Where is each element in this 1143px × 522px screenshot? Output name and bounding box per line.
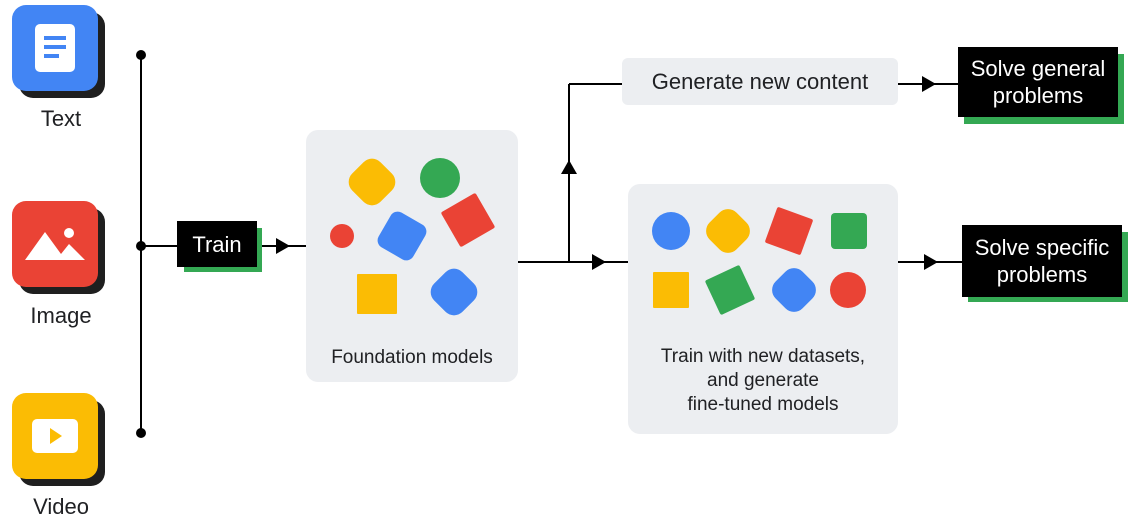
generate-label: Generate new content — [651, 68, 869, 94]
video-source-label: Video — [33, 494, 89, 519]
train-label: Train — [192, 231, 242, 257]
image-source-label: Image — [30, 303, 92, 328]
foundation-shapes-icon — [330, 158, 495, 316]
image-source-icon — [12, 201, 105, 294]
specific-arrow-icon — [924, 254, 938, 270]
mountain-image-icon — [25, 228, 85, 260]
finetune-arrow-icon — [592, 254, 606, 270]
finetune-card: Train with new datasets, and generate fi… — [628, 184, 898, 434]
specific-line1: Solve specific — [974, 235, 1110, 260]
general-line1: Solve general — [970, 56, 1106, 81]
specific-line2: problems — [996, 262, 1088, 287]
general-line2: problems — [992, 83, 1084, 108]
solve-general-box: Solve general problems — [958, 47, 1118, 117]
solve-specific-box: Solve specific problems — [962, 225, 1122, 297]
generate-new-content-box: Generate new content — [622, 58, 898, 105]
text-source-label: Text — [40, 106, 82, 131]
text-source-icon — [12, 5, 105, 98]
finetune-label-line2: and generate — [707, 370, 819, 391]
bus-dot-text — [136, 50, 146, 60]
branch-up-arrow-icon — [561, 160, 577, 174]
train-arrow-icon — [276, 238, 290, 254]
train-box: Train — [177, 221, 257, 267]
foundation-models-label: Foundation models — [331, 347, 493, 368]
finetune-label-line3: fine-tuned models — [687, 394, 839, 415]
foundation-models-card: Foundation models — [306, 130, 518, 382]
document-icon — [35, 24, 75, 72]
video-source-icon — [12, 393, 105, 486]
play-video-icon — [32, 419, 78, 453]
bus-dot-video — [136, 428, 146, 438]
finetune-label-line1: Train with new datasets, — [660, 346, 866, 367]
finetune-shapes-icon — [652, 207, 867, 315]
general-arrow-icon — [922, 76, 936, 92]
